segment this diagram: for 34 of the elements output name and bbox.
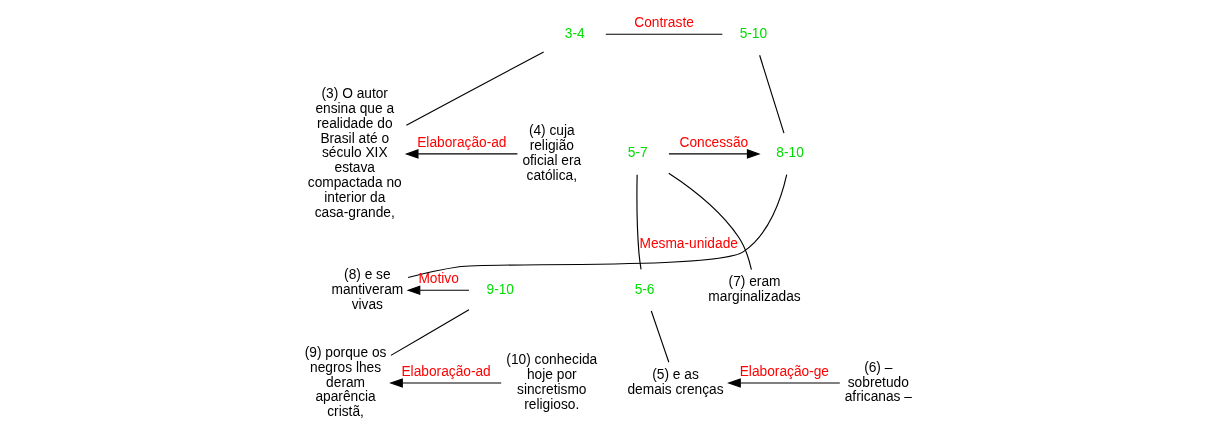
- node-text: (4) cuja religião oficial era católica,: [521, 122, 581, 183]
- node-text: 5-7: [627, 144, 648, 160]
- arrow: [404, 148, 518, 159]
- node-text: (9) porque os negros lhes deram aparência cristã,: [304, 344, 386, 419]
- arrow: [726, 377, 840, 388]
- edge-label: Concessão: [679, 134, 748, 150]
- node-text: (3) O autor ensina que a realidade do Brasil até o século XIX estava compactada no interior da casa-grande,: [307, 85, 402, 220]
- edge-label: Elaboração-ge: [739, 363, 829, 379]
- connector: [389, 308, 469, 356]
- connector: [650, 309, 669, 363]
- arrow: [388, 377, 502, 388]
- connector: [758, 54, 785, 134]
- node-text: 3-4: [564, 25, 585, 41]
- edge-label: Mesma-unidade: [638, 235, 738, 251]
- edge-label: Contraste: [633, 14, 694, 30]
- node-text: (5) e as demais crenças: [626, 366, 724, 397]
- node-text: (10) conhecida hoje por sincretismo religioso.: [505, 351, 597, 412]
- arrow: [667, 148, 761, 159]
- edge-label: Elaboração-ad: [400, 363, 491, 379]
- arrow: [406, 284, 469, 295]
- connector: [667, 172, 752, 270]
- connector: [407, 173, 787, 278]
- node-text: 9-10: [485, 281, 514, 297]
- connector: [635, 173, 642, 270]
- node-text: (6) – sobretudo africanas –: [844, 359, 912, 404]
- node-text: 5-10: [739, 25, 767, 41]
- connector: [604, 33, 723, 35]
- node-text: (8) e se mantiveram vivas: [330, 266, 403, 312]
- node-text: (7) eram marginalizadas: [707, 273, 801, 304]
- node-text: 5-6: [634, 281, 655, 297]
- edge-label: Elaboração-ad: [416, 134, 507, 150]
- edge-label: Motivo: [417, 270, 459, 286]
- connector: [405, 50, 544, 126]
- node-text: 8-10: [775, 144, 804, 160]
